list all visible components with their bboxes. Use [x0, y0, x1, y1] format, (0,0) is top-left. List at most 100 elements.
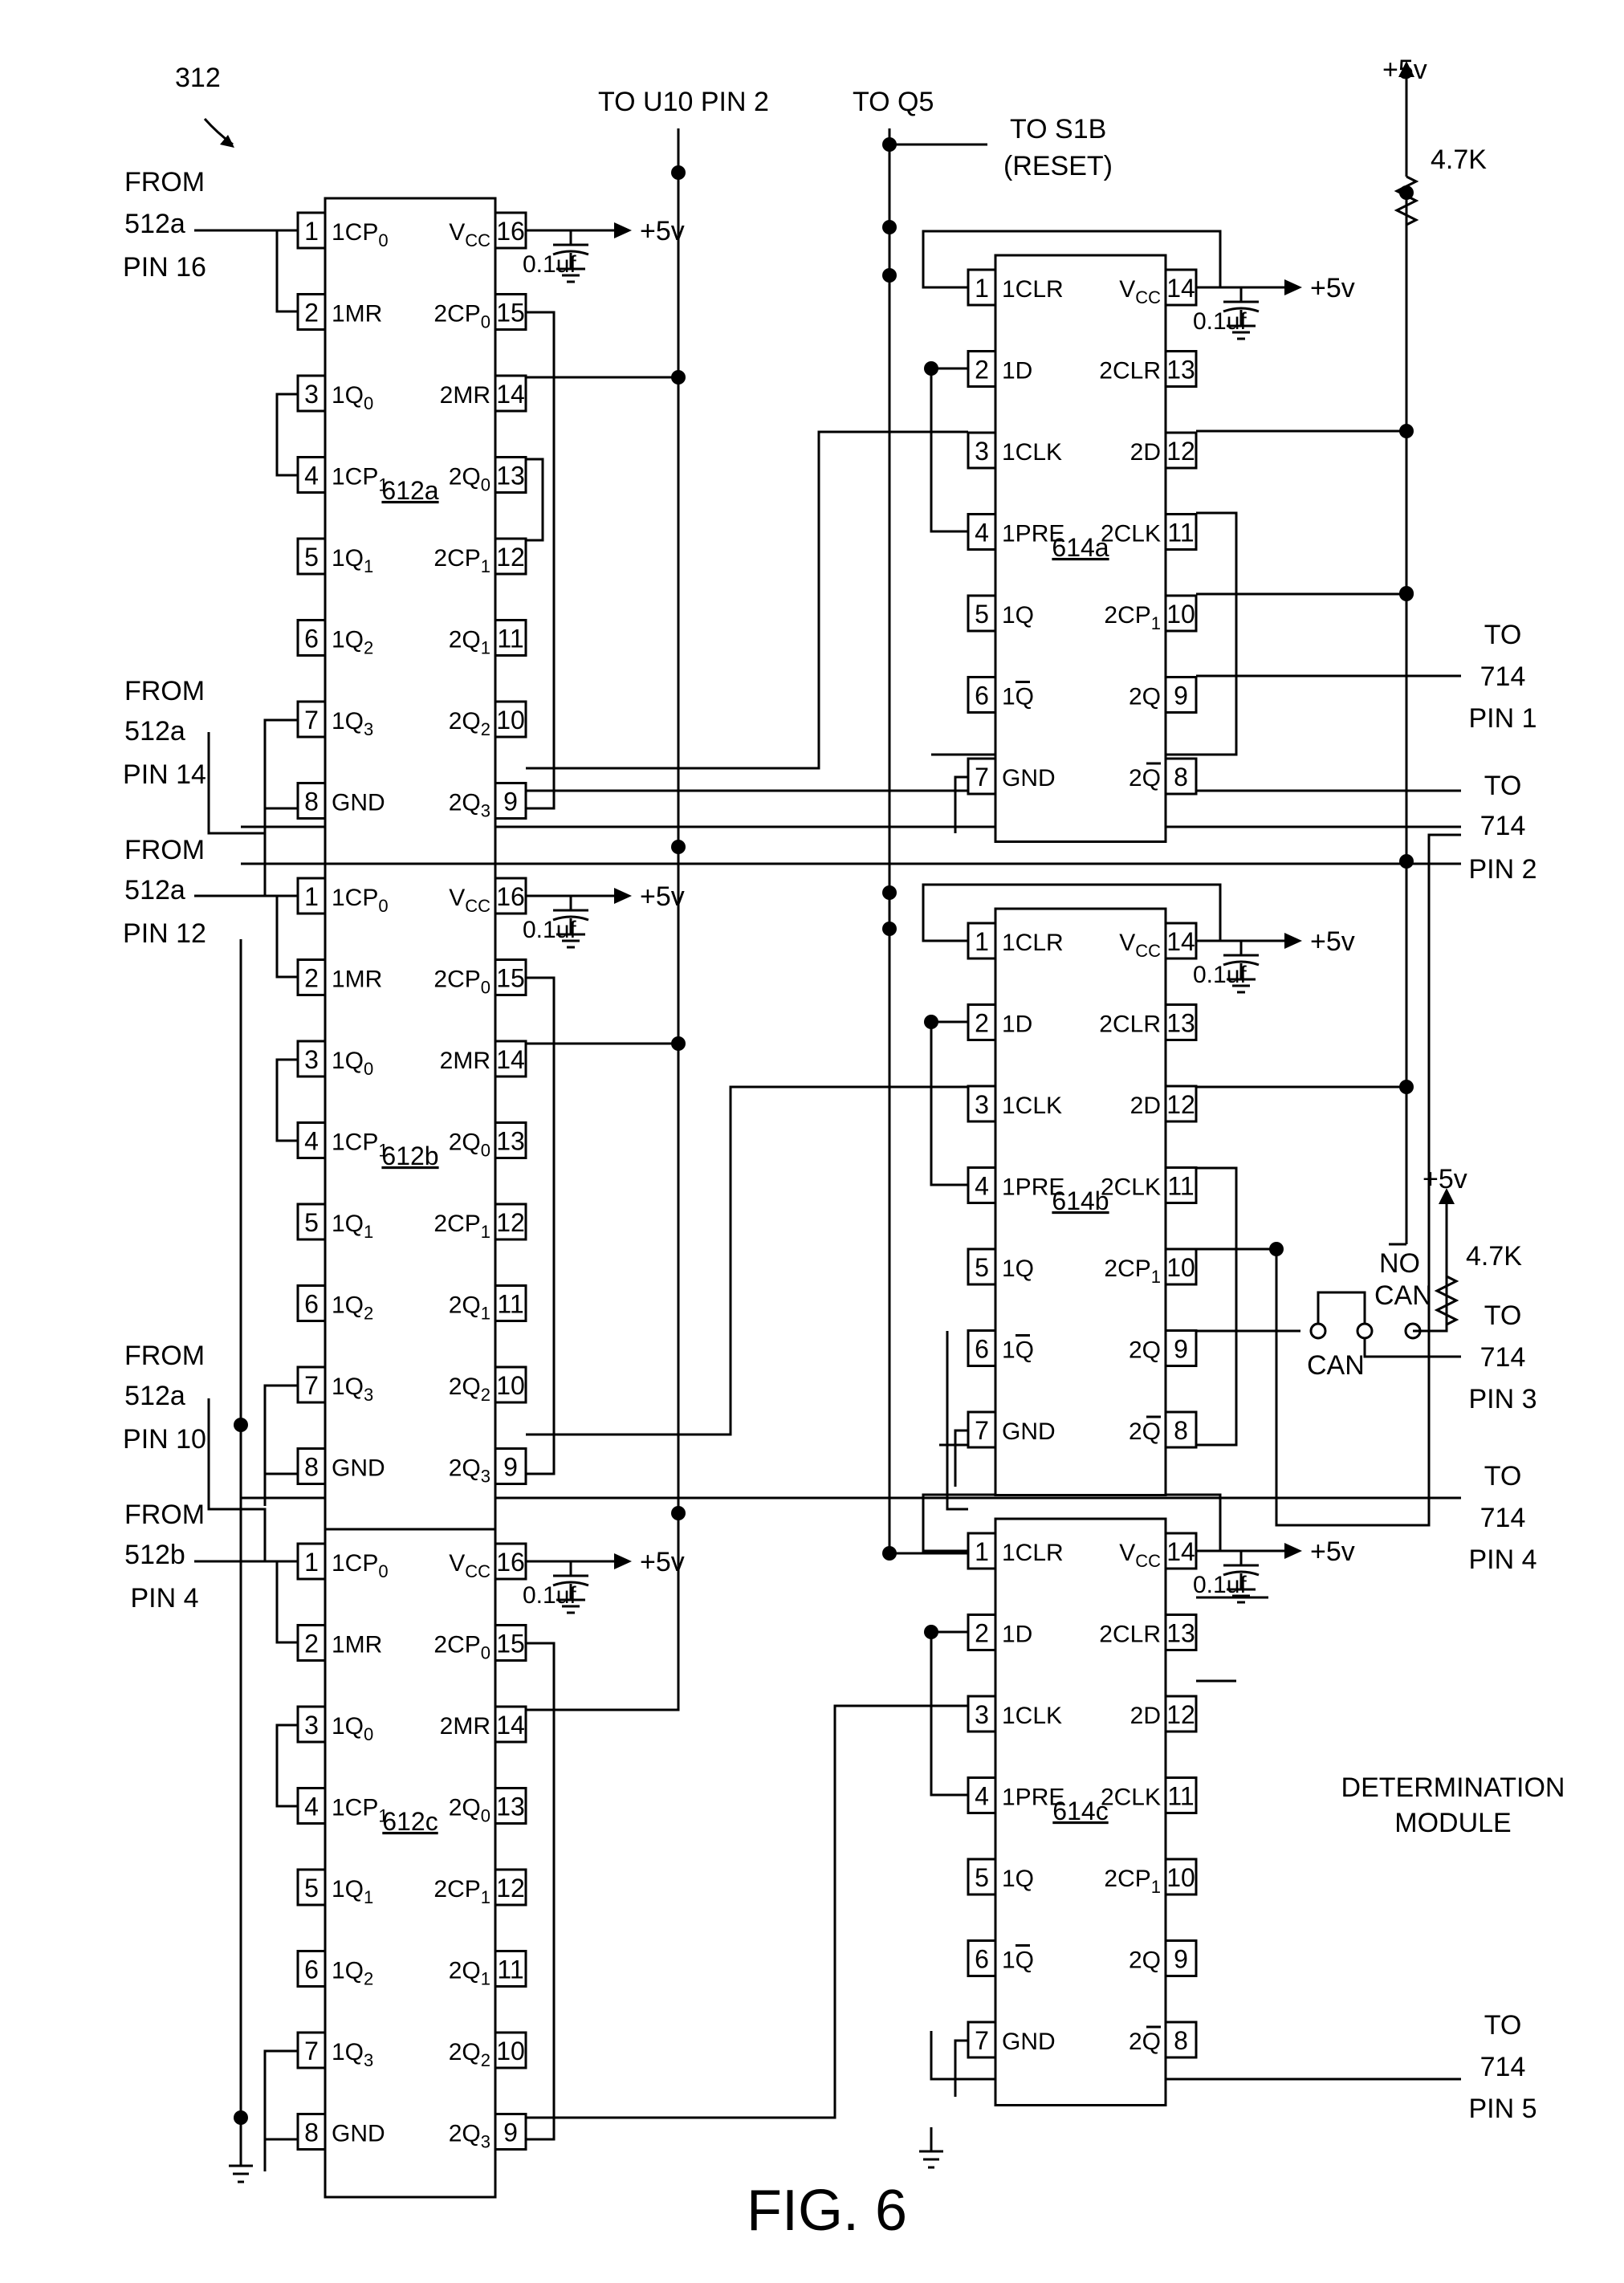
612c-out-to-614c-clk	[526, 1704, 968, 2119]
612b-out-to-614b-clk	[526, 1085, 968, 1436]
flipflop-name: 614a	[1052, 533, 1109, 562]
output-3-line-1: TO	[1484, 1300, 1522, 1331]
pin-box-12	[494, 1868, 527, 1907]
pin-name-11: 2Q1	[449, 627, 490, 658]
pin-name-10: 2Q2	[449, 708, 490, 739]
pin-name-13: 2Q0	[449, 464, 490, 495]
pin-name-13: 2CLR	[1099, 1622, 1161, 1648]
pin-name-1: 1CP0	[332, 885, 389, 916]
pin-number-5: 5	[304, 1208, 319, 1237]
pin-box-3	[967, 431, 997, 470]
pin-name-14: 2MR	[440, 382, 490, 409]
junction-dot	[924, 361, 938, 376]
q0-cp1-link-0	[275, 393, 297, 477]
pin-number-12: 12	[496, 1874, 525, 1902]
pin-name-15: 2CP0	[433, 301, 490, 332]
pin-box-14	[494, 1705, 527, 1744]
pin-name-2: 1MR	[332, 1632, 382, 1658]
pin-box-4	[967, 1166, 997, 1204]
pin-box-6	[296, 1950, 327, 1988]
pin-box-9	[494, 782, 527, 820]
pin-name-13: 2CLR	[1099, 1011, 1161, 1038]
decoupling-capacitor	[552, 1561, 589, 1614]
pin-number-3: 3	[304, 380, 319, 409]
pin-box-10	[494, 2031, 527, 2069]
pin-number-2: 2	[304, 1630, 319, 1658]
pin-name-10: 2CP1	[1104, 602, 1161, 633]
pin-box-2	[296, 293, 327, 331]
junction-dot	[671, 165, 686, 180]
pin-number-8: 8	[1174, 2026, 1188, 2055]
d-pre-link-0	[930, 367, 968, 533]
input-5-line-3: PIN 4	[130, 1583, 198, 1614]
pin-name-4: 1CP1	[332, 1795, 389, 1826]
vcc-arrow	[1284, 933, 1302, 949]
junction-dot	[882, 268, 897, 283]
pin-number-16: 16	[496, 1548, 525, 1577]
pin-number-10: 10	[1166, 600, 1195, 629]
pin-box-9	[1164, 1329, 1198, 1367]
counter-body	[324, 197, 497, 868]
2d-wires	[1196, 429, 1406, 1089]
pin-box-8	[1164, 2021, 1198, 2059]
pin-name-4: 1PRE	[1002, 1174, 1064, 1201]
q3-gnd-1	[263, 1384, 297, 1506]
pin-box-7	[296, 2031, 327, 2069]
ff-gnd-1	[954, 1429, 968, 1487]
output-5-line-3: PIN 5	[1468, 2094, 1536, 2124]
pin-name-9: 2Q3	[449, 2121, 490, 2152]
u10-bus	[515, 128, 680, 1711]
pin-number-8: 8	[304, 1453, 319, 1482]
pin-name-5: 1Q1	[332, 545, 373, 576]
junction-dot	[1269, 1242, 1284, 1256]
junction-dot	[924, 1015, 938, 1029]
pin-box-12	[1164, 1695, 1198, 1733]
pin-number-7: 7	[304, 706, 319, 735]
pin-box-11	[494, 1284, 527, 1322]
pin-number-15: 15	[496, 299, 525, 328]
pin-box-3	[296, 374, 327, 413]
output-1-line-1: TO	[1484, 620, 1522, 650]
pin-name-5: 1Q	[1002, 602, 1034, 629]
res-mid-label: 4.7K	[1466, 1241, 1522, 1272]
pin-name-1: 1CLR	[1002, 276, 1064, 303]
pin-box-3	[967, 1085, 997, 1123]
flipflop-name: 614b	[1052, 1186, 1109, 1215]
pin-number-9: 9	[503, 787, 518, 816]
pin-box-4	[296, 456, 327, 494]
input-labels: FROM 512a PIN 16 FROM 512a PIN 14 FROM 5…	[123, 167, 206, 1614]
pin-name-3: 1Q0	[332, 1048, 373, 1079]
pin-box-5	[967, 594, 997, 633]
junction-dot	[671, 840, 686, 854]
pin-name-15: 2CP0	[433, 1632, 490, 1663]
d-pre-link-2	[930, 1630, 968, 1797]
pin-box-5	[296, 1203, 327, 1241]
vcc-arrow	[1284, 279, 1302, 295]
pin-box-7	[296, 700, 327, 739]
ref-arrow-head	[220, 135, 234, 148]
pin-number-4: 4	[975, 1172, 989, 1201]
pin-number-16: 16	[496, 882, 525, 911]
pin-number-14: 14	[496, 380, 525, 409]
pin-box-6	[296, 1284, 327, 1322]
pin-number-6: 6	[975, 682, 989, 710]
input-2-wire	[207, 732, 297, 897]
output-4-line-3: PIN 4	[1468, 1544, 1536, 1575]
pin-number-9: 9	[1174, 1335, 1188, 1364]
pin-number-10: 10	[1166, 1253, 1195, 1282]
junction-dot	[882, 885, 897, 900]
capacitor-label: 0.1uf	[523, 251, 576, 278]
pin-box-14	[1164, 1532, 1198, 1570]
pin-number-8: 8	[304, 787, 319, 816]
pin-name-14: VCC	[1119, 930, 1161, 961]
pin-name-10: 2Q2	[449, 1373, 490, 1405]
no-can-label-2: CAN	[1374, 1280, 1432, 1311]
junction-dot	[1399, 854, 1414, 869]
pin-number-16: 16	[496, 217, 525, 246]
pin-name-1: 1CLR	[1002, 930, 1064, 956]
pin-name-8: GND	[332, 2121, 385, 2147]
pin-number-14: 14	[496, 1045, 525, 1074]
pin-name-6: 1Q2	[332, 1292, 373, 1324]
pin-name-12: 2D	[1130, 1703, 1161, 1729]
